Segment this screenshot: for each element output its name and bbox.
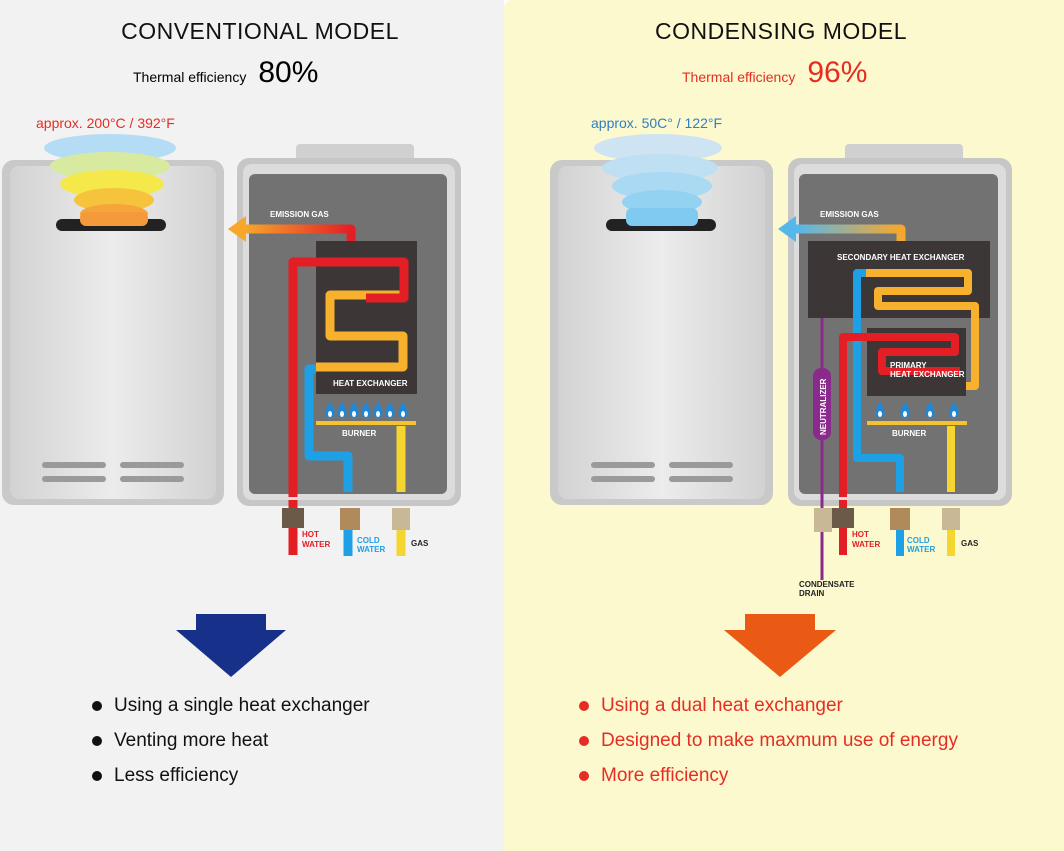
flame-icon (349, 402, 359, 418)
flame-core (878, 411, 882, 417)
flame-core (340, 411, 344, 417)
cold-water-label-condensing: COLD (907, 536, 930, 545)
heat-exchanger-label: HEAT EXCHANGER (333, 379, 408, 388)
efficiency-value-condensing: 96% (807, 56, 868, 89)
flame-core (328, 411, 332, 417)
emission-gas-arrow (245, 224, 356, 241)
flame-icon (875, 402, 885, 418)
hot-water-label: HOT (302, 530, 319, 539)
conventional-efficiency: Thermal efficiency 80% (133, 56, 318, 90)
flame-core (364, 411, 368, 417)
heat-coil (316, 290, 408, 372)
condensing-heater: EMISSION GAS SECONDARY HEAT EXCHANGER PR… (550, 134, 1012, 598)
emission-gas-label: EMISSION GAS (270, 210, 329, 219)
efficiency-label: Thermal efficiency (133, 69, 247, 85)
mounting-bracket (296, 144, 414, 162)
burner-label-condensing: BURNER (892, 429, 926, 438)
list-item: More efficiency (579, 758, 958, 793)
list-item: Less efficiency (92, 758, 370, 793)
hot-water-label-condensing: HOT (852, 530, 869, 539)
exhaust-temperature: approx. 200°C / 392°F (36, 115, 175, 131)
flame-icon (361, 402, 371, 418)
bullet-dot (579, 700, 589, 711)
gas-label: GAS (411, 539, 429, 548)
list-item: Designed to make maxmum use of energy (579, 723, 958, 758)
bullet-dot (92, 735, 102, 746)
flame-core (952, 411, 956, 417)
flame-core (903, 411, 907, 417)
primary-heat-exchanger-label-line2: HEAT EXCHANGER (890, 370, 965, 379)
hot-water-pipe (288, 257, 409, 497)
bullet-dot (579, 735, 589, 746)
cold-water-pipe (304, 364, 353, 492)
down-arrow-condensing (724, 630, 836, 677)
exhaust-temperature-condensing: approx. 50C° / 122°F (591, 115, 723, 131)
cool-exhaust-plume (594, 134, 722, 226)
conventional-heater: EMISSION GAS HEAT EXCHANGER BURNER HOT W… (2, 134, 461, 556)
flame-icon (385, 402, 395, 418)
cold-water-label: COLD (357, 536, 380, 545)
list-item: Venting more heat (92, 723, 370, 758)
list-item: Using a single heat exchanger (92, 688, 370, 723)
flame-icon (949, 402, 959, 418)
gas-label-condensing: GAS (961, 539, 979, 548)
condensate-drain-label-line2: DRAIN (799, 589, 825, 598)
flame-icon (900, 402, 910, 418)
neutralizer-label: NEUTRALIZER (819, 378, 828, 435)
flame-icon (337, 402, 347, 418)
secondary-heat-exchanger-label: SECONDARY HEAT EXCHANGER (837, 253, 965, 262)
burner-label: BURNER (342, 429, 376, 438)
condensing-title: CONDENSING MODEL (654, 18, 908, 44)
flame-core (928, 411, 932, 417)
cold-water-label-condensing-line2: WATER (907, 545, 936, 554)
flame-core (376, 411, 380, 417)
flame-icon (925, 402, 935, 418)
bullet-dot (92, 700, 102, 711)
flame-core (401, 411, 405, 417)
condensing-efficiency: Thermal efficiency 96% (682, 56, 867, 90)
flame-icon (373, 402, 383, 418)
list-item: Using a dual heat exchanger (579, 688, 958, 723)
flame-core (388, 411, 392, 417)
bullet-dot (92, 770, 102, 781)
flame-icon (325, 402, 335, 418)
efficiency-label-condensing: Thermal efficiency (682, 69, 796, 85)
conventional-features: Using a single heat exchanger Venting mo… (92, 688, 370, 793)
down-arrow-conventional (176, 630, 286, 677)
emission-gas-arrow-condensing (796, 224, 906, 241)
flame-icon (398, 402, 408, 418)
hot-water-pipe-condensing (839, 333, 960, 497)
emission-gas-label-condensing: EMISSION GAS (820, 210, 879, 219)
hot-water-label-condensing-line2: WATER (852, 540, 881, 549)
efficiency-value: 80% (258, 56, 319, 89)
conventional-title: CONVENTIONAL MODEL (121, 18, 399, 44)
hot-water-label-line2: WATER (302, 540, 331, 549)
primary-heat-exchanger-label: PRIMARY (890, 361, 927, 370)
burner (316, 421, 416, 425)
burner-flames-condensing (875, 402, 959, 418)
secondary-coil (866, 269, 979, 390)
flame-core (352, 411, 356, 417)
cold-water-label-line2: WATER (357, 545, 386, 554)
condensing-features: Using a dual heat exchanger Designed to … (579, 688, 958, 793)
cold-water-pipe-condensing (853, 269, 904, 492)
burner-flames (325, 402, 408, 418)
bullet-dot (579, 770, 589, 781)
condensate-drain-label: CONDENSATE (799, 580, 855, 589)
hot-exhaust-plume (44, 134, 176, 226)
neutralizer (813, 368, 831, 440)
